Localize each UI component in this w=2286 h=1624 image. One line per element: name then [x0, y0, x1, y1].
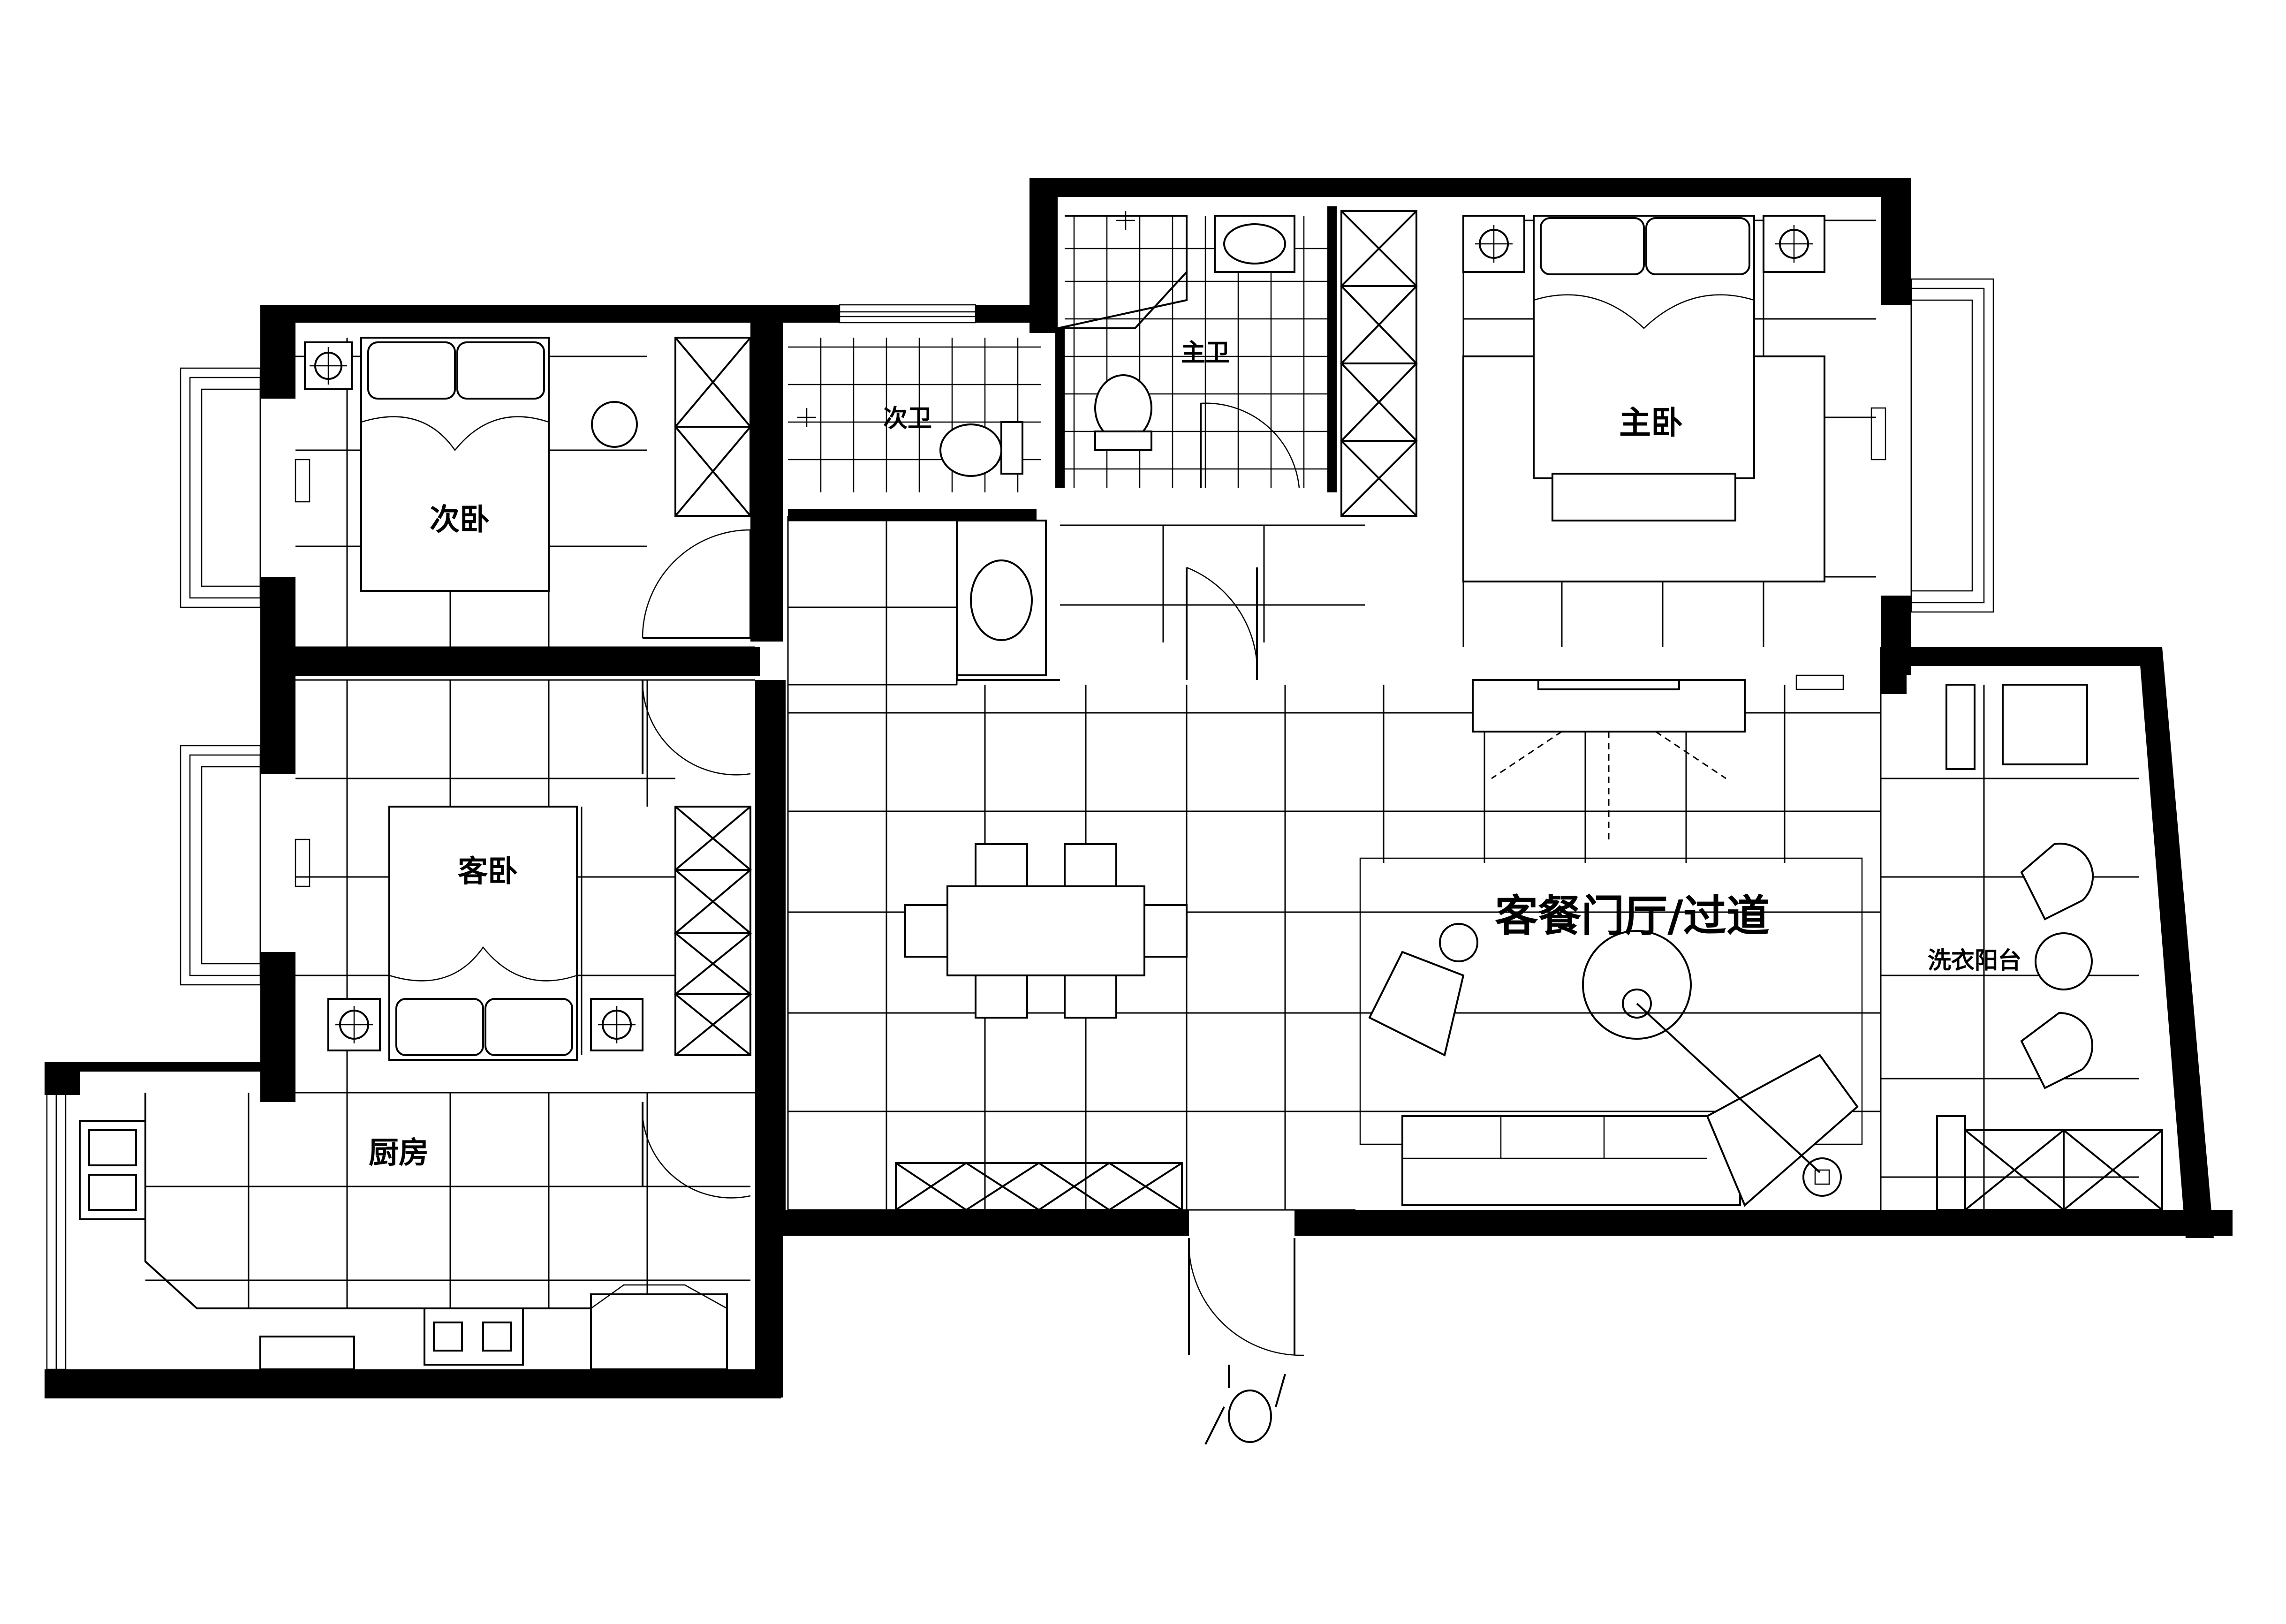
living-furniture — [1359, 679, 1863, 1207]
room-labels: 次卧 客卧 厨房 次卫 主卫 主卧 客餐门厅/过道 洗衣阳台 — [369, 339, 2021, 1171]
label-master-bedroom: 主卧 — [1619, 405, 1683, 442]
doors — [642, 402, 1304, 1356]
radiators — [295, 407, 1886, 887]
label-guest-bedroom: 客卧 — [458, 854, 518, 889]
guest-bedroom-bed — [327, 806, 643, 1061]
windows — [46, 278, 2210, 1370]
balcony-furniture — [1945, 684, 2094, 1089]
label-living-dining: 客餐门厅/过道 — [1495, 891, 1770, 941]
dining-table — [904, 843, 1188, 1019]
label-kitchen: 厨房 — [369, 1136, 429, 1171]
second-bedroom-bed — [304, 337, 638, 592]
label-second-bathroom: 次卫 — [883, 405, 932, 433]
walls — [45, 178, 2233, 1398]
label-second-bedroom: 次卧 — [430, 503, 490, 537]
person-figure — [1204, 1365, 1286, 1445]
label-master-bathroom: 主卫 — [1181, 339, 1230, 367]
wardrobes — [674, 210, 2163, 1211]
label-laundry-balcony: 洗衣阳台 — [1928, 947, 2021, 974]
kitchen-fixtures — [79, 1093, 728, 1370]
master-bedroom-bed — [1462, 215, 1825, 582]
bathroom-fixtures — [797, 211, 1295, 681]
